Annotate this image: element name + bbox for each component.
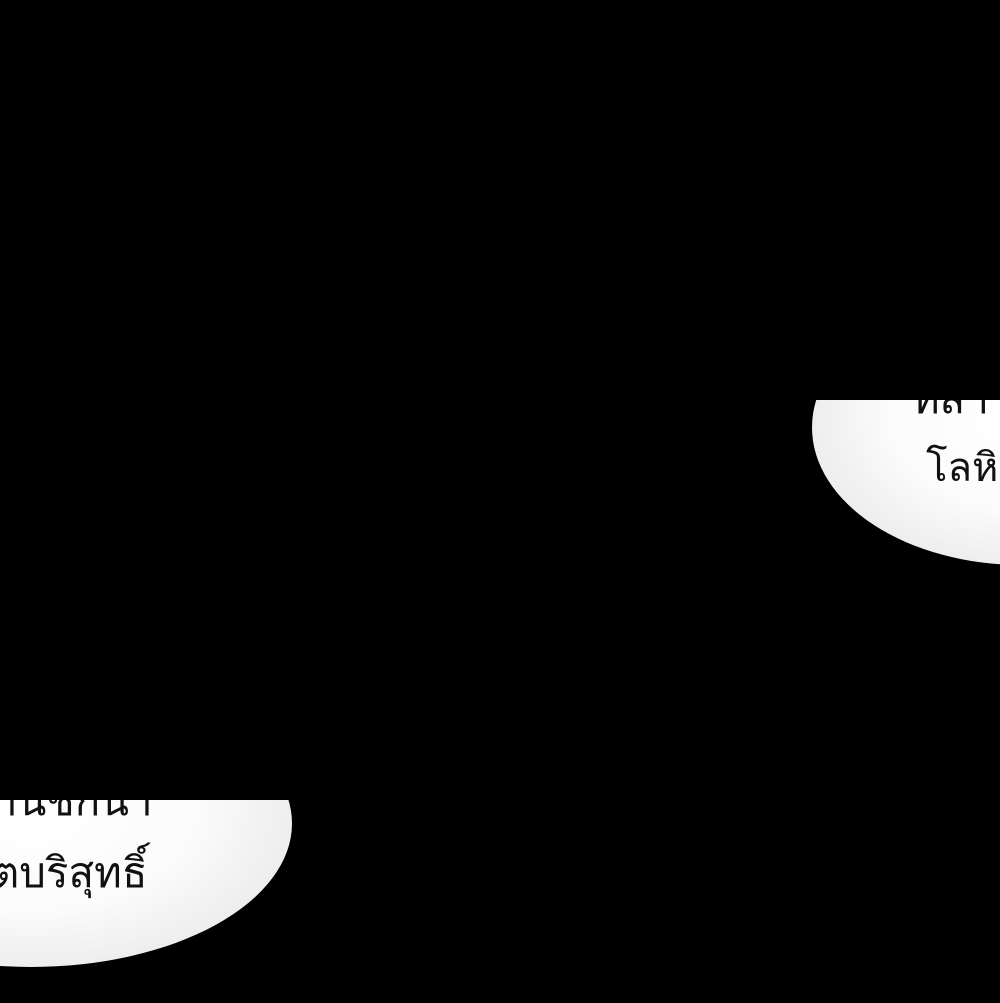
speech-bubble-text-line-2: ตบริสุทธิ์ xyxy=(0,848,148,897)
speech-bubble-left: านชักนำ ตบริสุทธิ์ xyxy=(0,800,300,972)
speech-bubble-right: ที่สา โลหิ xyxy=(812,400,1000,570)
speech-bubble-text-line-1: ที่สา xyxy=(912,400,989,420)
speech-bubble-text-line-1: านชักนำ xyxy=(0,800,153,825)
speech-bubble-text-line-2: โลหิ xyxy=(926,445,999,491)
